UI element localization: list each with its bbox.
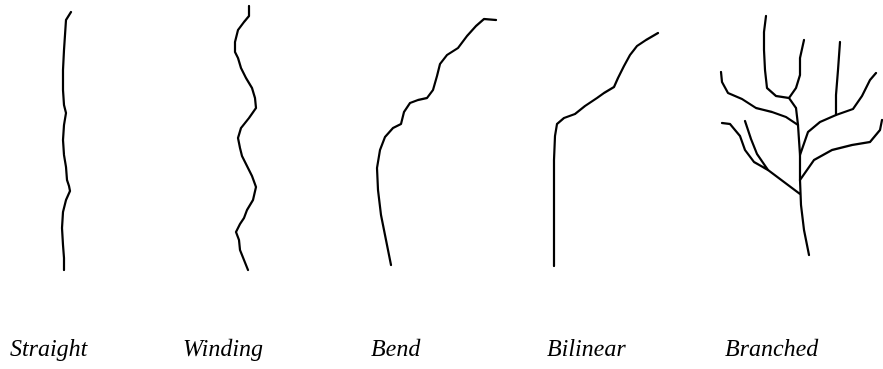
label-straight: Straight	[10, 336, 88, 362]
branched-left-lower	[720, 121, 802, 196]
branched-left-twig	[743, 119, 770, 172]
branched-left-upper	[719, 70, 800, 127]
label-winding: Winding	[183, 336, 264, 362]
branched-top-right	[787, 38, 806, 100]
label-branched: Branched	[725, 336, 819, 362]
branched-crack	[719, 14, 883, 257]
bend-crack	[375, 17, 498, 267]
bilinear-crack	[552, 31, 660, 268]
label-bend: Bend	[371, 336, 421, 362]
branched-top-stem	[762, 14, 798, 110]
branched-right-lower	[798, 118, 883, 182]
branched-right-inner	[834, 40, 842, 117]
winding-crack	[233, 4, 258, 272]
straight-crack	[60, 10, 73, 272]
branched-right-upper	[798, 71, 878, 157]
branched-trunk	[794, 106, 811, 257]
label-bilinear: Bilinear	[547, 336, 626, 362]
